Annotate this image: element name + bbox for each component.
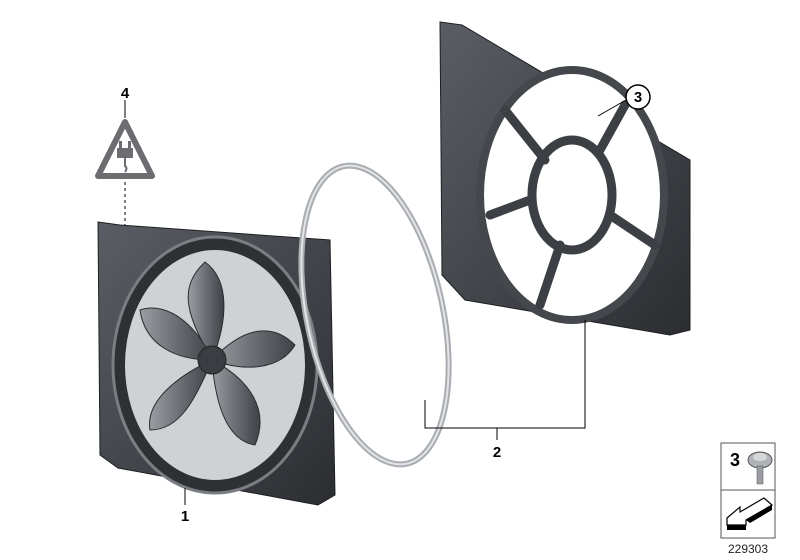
screw-icon	[747, 451, 773, 485]
fan-shroud	[439, 21, 691, 336]
callout-label-4: 4	[121, 85, 130, 102]
callout-label-1: 1	[181, 508, 189, 525]
electric-plug-warning-triangle-icon	[95, 119, 155, 179]
callout-bracket-2	[424, 320, 586, 429]
legend-item-label: 3	[730, 450, 740, 470]
callout-label-2: 2	[493, 444, 501, 461]
callout-label-3: 3	[634, 89, 642, 106]
arrow-symbol-icon	[726, 497, 774, 530]
fan-shroud-with-fan	[97, 221, 336, 506]
legend-box: 3	[720, 442, 776, 539]
reference-number: 229303	[728, 542, 768, 556]
callout-line-3	[597, 99, 627, 117]
callout-circle-3	[625, 84, 651, 110]
